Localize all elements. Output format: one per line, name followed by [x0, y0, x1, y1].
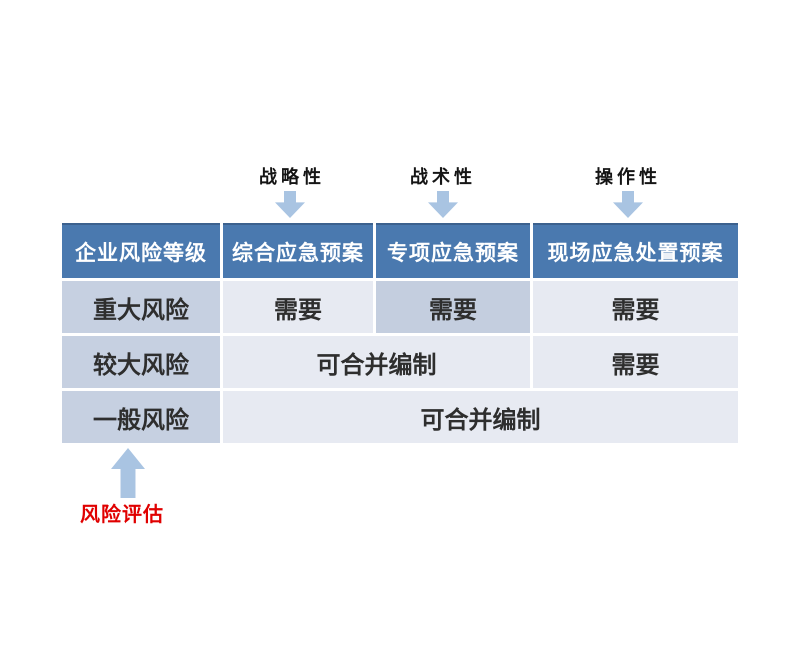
- table-cell-merged: 可合并编制: [223, 391, 738, 443]
- row-header-considerable-risk: 较大风险: [62, 336, 220, 388]
- tactical-label: 战术性: [410, 167, 476, 188]
- table-row-general-risk: 一般风险 可合并编制: [62, 391, 738, 443]
- risk-assessment-label: 风险评估: [80, 502, 164, 526]
- header-comprehensive-plan: 综合应急预案: [223, 223, 373, 278]
- table-cell: 需要: [533, 281, 738, 333]
- header-risk-level: 企业风险等级: [62, 223, 220, 278]
- table-cell: 需要: [223, 281, 373, 333]
- table-row-major-risk: 重大风险 需要 需要 需要: [62, 281, 738, 333]
- down-arrow-icon: [613, 191, 643, 218]
- row-header-general-risk: 一般风险: [62, 391, 220, 443]
- row-header-major-risk: 重大风险: [62, 281, 220, 333]
- strategic-label: 战略性: [259, 167, 325, 188]
- header-onsite-plan: 现场应急处置预案: [533, 223, 738, 278]
- up-arrow-icon: [111, 448, 145, 498]
- down-arrow-icon: [428, 191, 458, 218]
- table-header-row: 企业风险等级 综合应急预案 专项应急预案 现场应急处置预案: [62, 223, 738, 278]
- table-row-considerable-risk: 较大风险 可合并编制 需要: [62, 336, 738, 388]
- table-cell-merged: 可合并编制: [223, 336, 530, 388]
- table-cell: 需要: [376, 281, 530, 333]
- operational-label: 操作性: [595, 167, 661, 188]
- risk-plan-table: 企业风险等级 综合应急预案 专项应急预案 现场应急处置预案 重大风险 需要 需要…: [59, 220, 741, 446]
- table-cell: 需要: [533, 336, 738, 388]
- header-specialized-plan: 专项应急预案: [376, 223, 530, 278]
- down-arrow-icon: [275, 191, 305, 218]
